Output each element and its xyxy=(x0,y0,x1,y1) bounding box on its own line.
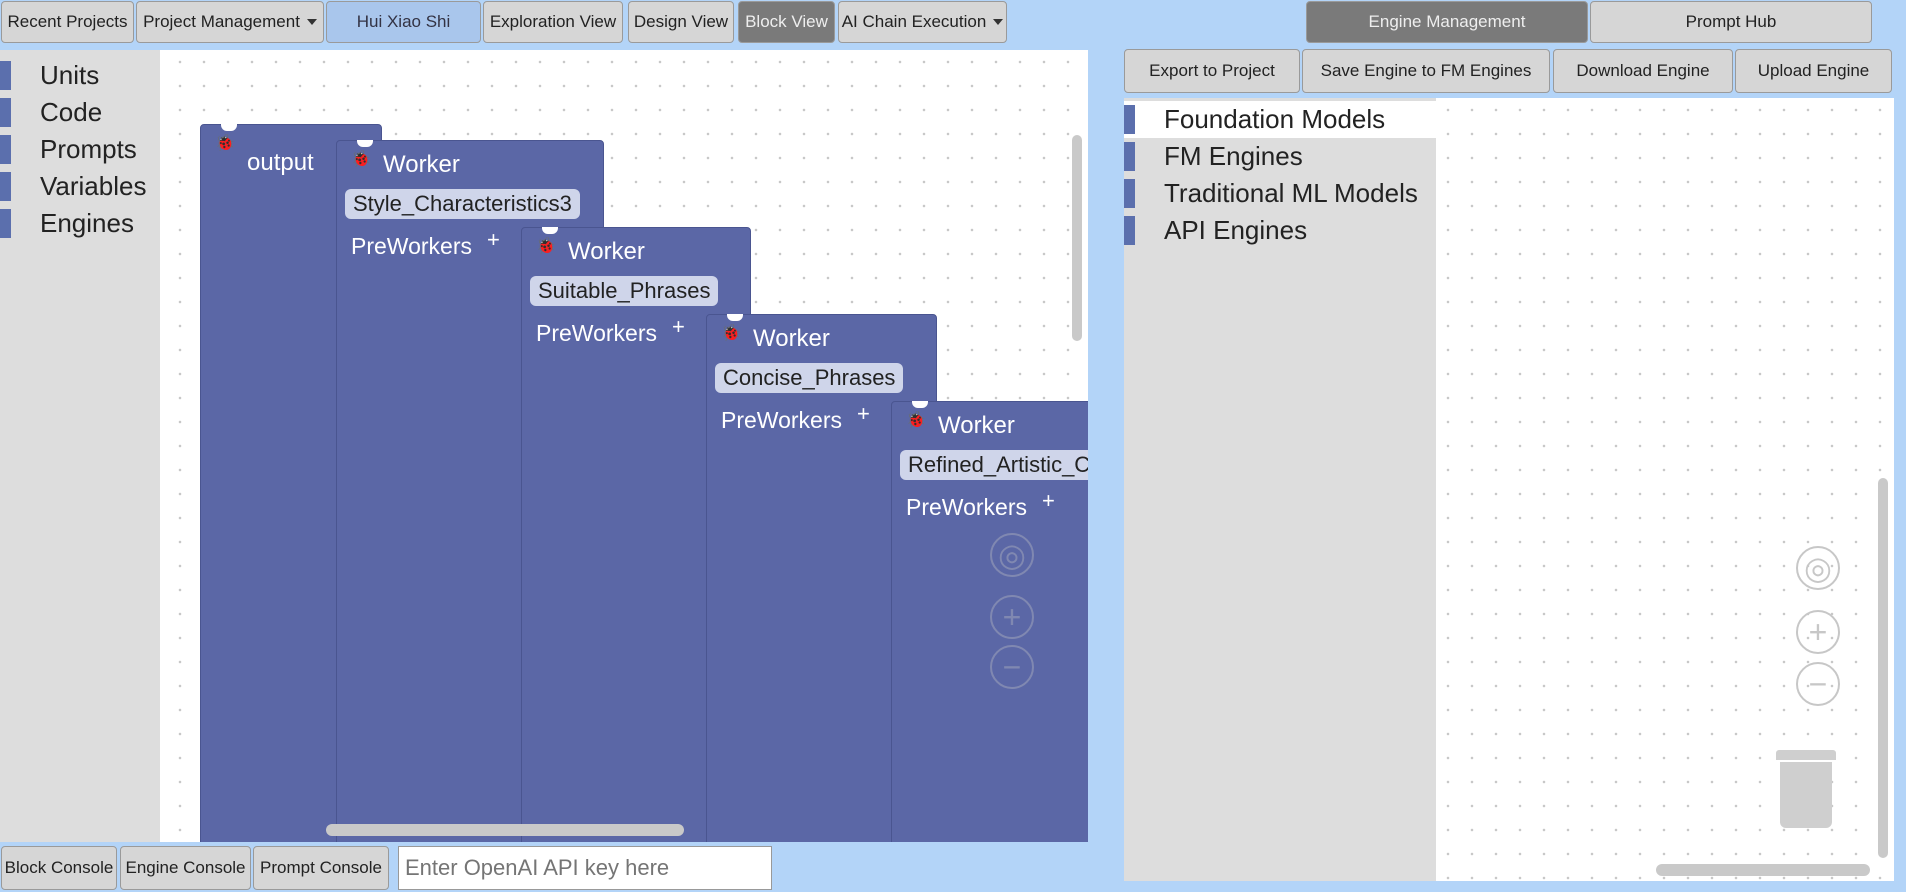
zoom-out-icon[interactable]: − xyxy=(1796,662,1840,706)
worker-name-field[interactable]: Suitable_Phrases xyxy=(530,276,719,306)
category-fm-engines[interactable]: FM Engines xyxy=(1124,138,1436,175)
upload-engine-button[interactable]: Upload Engine xyxy=(1735,49,1892,93)
category-label: Traditional ML Models xyxy=(1164,178,1418,208)
category-units[interactable]: Units xyxy=(0,57,160,94)
vertical-scrollbar[interactable] xyxy=(1878,478,1888,858)
bug-icon[interactable]: 🐞 xyxy=(721,325,741,342)
category-color-bar xyxy=(1124,216,1135,245)
preworkers-label: PreWorkers xyxy=(721,407,842,433)
category-color-bar xyxy=(0,172,11,201)
engine-management-tab[interactable]: Engine Management xyxy=(1306,1,1588,43)
block-notch xyxy=(221,124,237,131)
category-label: FM Engines xyxy=(1164,141,1303,171)
category-color-bar xyxy=(1124,179,1135,208)
category-color-bar xyxy=(1124,105,1135,134)
trash-icon[interactable] xyxy=(1780,762,1832,828)
worker-title: Worker xyxy=(938,412,1015,439)
category-color-bar xyxy=(0,135,11,164)
preworkers-label: PreWorkers xyxy=(536,320,657,346)
block-notch xyxy=(542,227,558,234)
category-label: Foundation Models xyxy=(1164,104,1386,134)
category-label: Prompts xyxy=(40,134,137,164)
recenter-icon[interactable]: ◎ xyxy=(1796,546,1840,590)
engine-console-button[interactable]: Engine Console xyxy=(120,846,251,890)
worker-title: Worker xyxy=(753,325,830,352)
category-color-bar xyxy=(0,61,11,90)
worker-title: Worker xyxy=(568,238,645,265)
category-api-engines[interactable]: API Engines xyxy=(1124,212,1436,249)
category-label: Variables xyxy=(40,171,147,201)
bug-icon[interactable]: 🐞 xyxy=(351,151,371,168)
add-preworker-icon[interactable]: + xyxy=(487,227,500,252)
bug-icon[interactable]: 🐞 xyxy=(906,412,926,429)
category-code[interactable]: Code xyxy=(0,94,160,131)
worker-block[interactable]: 🐞 Worker Refined_Artistic_C PreWorkers + xyxy=(891,401,1088,842)
add-preworker-icon[interactable]: + xyxy=(1042,488,1055,513)
category-label: Code xyxy=(40,97,103,127)
export-to-project-button[interactable]: Export to Project xyxy=(1124,49,1300,93)
right-toolbox: Foundation Models FM Engines Traditional… xyxy=(1124,98,1436,881)
horizontal-scrollbar[interactable] xyxy=(326,824,684,836)
save-engine-button[interactable]: Save Engine to FM Engines xyxy=(1302,49,1550,93)
download-engine-button[interactable]: Download Engine xyxy=(1553,49,1733,93)
add-preworker-icon[interactable]: + xyxy=(672,314,685,339)
category-foundation-models[interactable]: Foundation Models xyxy=(1124,101,1436,138)
zoom-out-icon[interactable]: − xyxy=(990,645,1034,689)
add-preworker-icon[interactable]: + xyxy=(857,401,870,426)
output-block-label: output xyxy=(247,149,314,176)
block-notch xyxy=(727,314,743,321)
category-color-bar xyxy=(0,98,11,127)
category-label: Engines xyxy=(40,208,134,238)
left-toolbox: Units Code Prompts Variables Engines xyxy=(0,50,160,842)
exploration-view-tab[interactable]: Exploration View xyxy=(483,1,623,43)
worker-title: Worker xyxy=(383,151,460,178)
block-notch xyxy=(357,140,373,147)
project-management-label: Project Management xyxy=(143,12,300,31)
category-label: Units xyxy=(40,60,100,90)
category-variables[interactable]: Variables xyxy=(0,168,160,205)
preworkers-label: PreWorkers xyxy=(906,494,1027,520)
design-view-tab[interactable]: Design View xyxy=(628,1,734,43)
recent-projects-button[interactable]: Recent Projects xyxy=(1,1,134,43)
ai-chain-execution-label: AI Chain Execution xyxy=(841,12,987,31)
horizontal-scrollbar[interactable] xyxy=(1656,864,1870,876)
api-key-input[interactable] xyxy=(398,846,772,890)
block-console-button[interactable]: Block Console xyxy=(1,846,117,890)
project-name-button[interactable]: Hui Xiao Shi xyxy=(326,1,481,43)
engine-workspace[interactable]: Foundation Models FM Engines Traditional… xyxy=(1124,98,1894,881)
category-prompts[interactable]: Prompts xyxy=(0,131,160,168)
recenter-icon[interactable]: ◎ xyxy=(990,533,1034,577)
zoom-in-icon[interactable]: + xyxy=(990,595,1034,639)
category-label: API Engines xyxy=(1164,215,1308,245)
worker-name-field[interactable]: Refined_Artistic_C xyxy=(900,450,1088,480)
category-color-bar xyxy=(0,209,11,238)
block-workspace[interactable]: Units Code Prompts Variables Engines 🐞 o… xyxy=(0,50,1088,842)
ai-chain-execution-dropdown[interactable]: AI Chain Execution xyxy=(838,1,1007,43)
zoom-in-icon[interactable]: + xyxy=(1796,610,1840,654)
category-engines[interactable]: Engines xyxy=(0,205,160,242)
prompt-console-button[interactable]: Prompt Console xyxy=(253,846,389,890)
project-management-dropdown[interactable]: Project Management xyxy=(136,1,324,43)
bug-icon[interactable]: 🐞 xyxy=(215,135,235,152)
vertical-scrollbar[interactable] xyxy=(1072,135,1082,341)
prompt-hub-tab[interactable]: Prompt Hub xyxy=(1590,1,1872,43)
worker-name-field[interactable]: Style_Characteristics3 xyxy=(345,189,580,219)
trash-lid xyxy=(1776,750,1836,760)
category-traditional-ml-models[interactable]: Traditional ML Models xyxy=(1124,175,1436,212)
category-color-bar xyxy=(1124,142,1135,171)
block-notch xyxy=(912,401,928,408)
block-view-tab[interactable]: Block View xyxy=(738,1,835,43)
bug-icon[interactable]: 🐞 xyxy=(536,238,556,255)
preworkers-label: PreWorkers xyxy=(351,233,472,259)
worker-name-field[interactable]: Concise_Phrases xyxy=(715,363,904,393)
